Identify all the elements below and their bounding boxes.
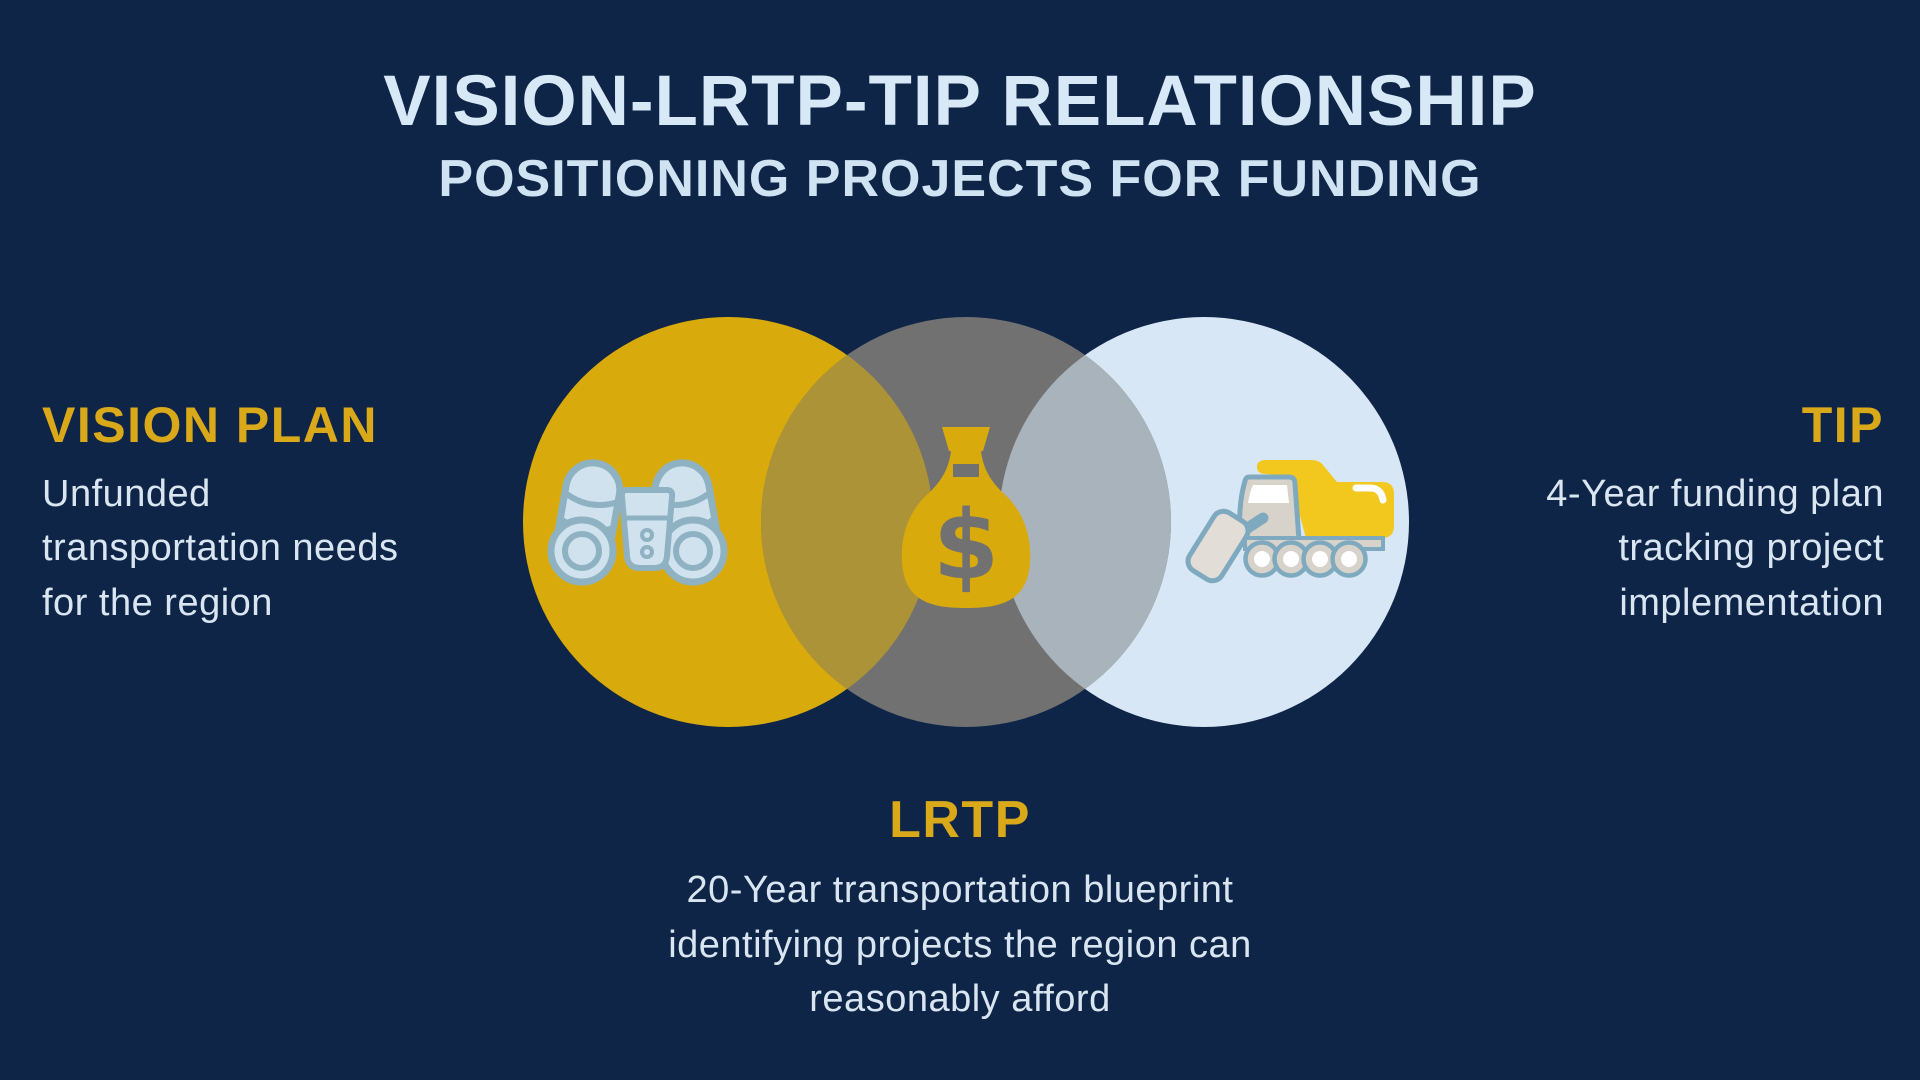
vision-lrtp-overlap [761,317,933,727]
lrtp-description: 20-Year transportation blueprint identif… [668,869,1252,1020]
dollar-sign: $ [933,491,999,601]
lrtp-heading: LRTP [889,791,1031,849]
money-bag-icon: $ [901,427,1031,608]
vision-plan-description: Unfunded transportation needs for the re… [42,473,399,624]
vision-plan-section: VISION PLAN Unfunded transportation need… [42,398,482,630]
tip-heading: TIP [1801,397,1884,453]
page-subtitle: POSITIONING PROJECTS FOR FUNDING [438,150,1482,208]
dump-truck-icon [1185,460,1394,584]
lrtp-tip-overlap [999,317,1171,727]
vision-plan-heading: VISION PLAN [42,397,378,453]
tip-description: 4-Year funding plan tracking project imp… [1546,473,1884,624]
binoculars-icon [547,459,728,586]
tip-section: TIP 4-Year funding plan tracking project… [1444,398,1884,630]
lrtp-section: LRTP 20-Year transportation blueprint id… [530,791,1390,1026]
page-title: VISION-LRTP-TIP RELATIONSHIP [383,62,1537,141]
header: VISION-LRTP-TIP RELATIONSHIP POSITIONING… [0,66,1920,205]
